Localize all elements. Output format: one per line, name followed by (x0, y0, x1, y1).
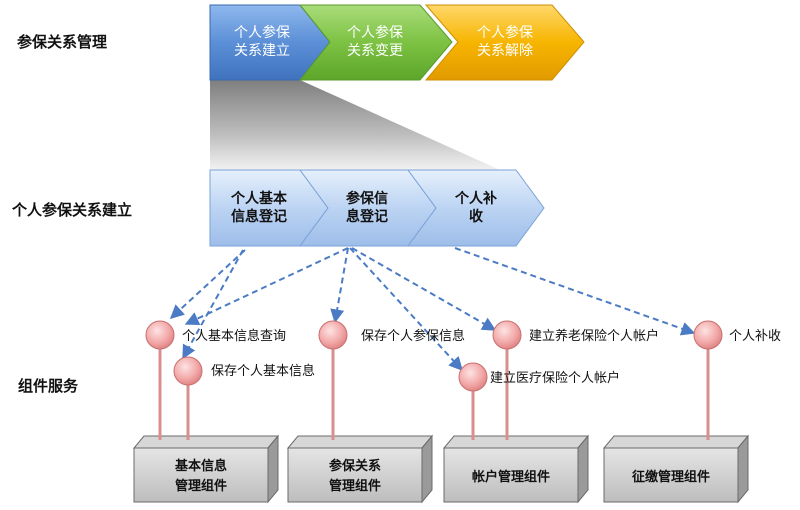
mid-step-supplementary-line1: 个人补 (454, 190, 497, 207)
mid-step-basic-info-line2: 信息登记 (231, 208, 287, 225)
service-save-insurance-label: 保存个人参保信息 (361, 328, 465, 344)
service-pension-account[interactable]: 建立养老保险个人帐户 (492, 320, 659, 350)
service-supplementary-collect-label: 个人补收 (729, 329, 781, 344)
mid-step-insurance-info-line1: 参保信 (346, 190, 388, 207)
service-save-insurance[interactable]: 保存个人参保信息 (318, 320, 465, 350)
component-insurance-relation-line1: 参保关系 (329, 458, 381, 474)
service-save-basic-label: 保存个人基本信息 (211, 363, 315, 379)
mid-step-insurance-info-line2: 息登记 (346, 208, 388, 225)
service-supplementary-collect[interactable]: 个人补收 (693, 320, 781, 350)
mid-step-basic-info[interactable]: 个人基本 信息登记 (209, 169, 329, 247)
service-ball-icon (318, 320, 348, 350)
service-medical-account-label: 建立医疗保险个人帐户 (490, 370, 620, 386)
service-ball-icon (693, 320, 723, 350)
top-step-terminate[interactable]: 个人参保 关系解除 (424, 4, 585, 81)
service-ball-icon (492, 320, 522, 350)
row-label-top: 参保关系管理 (17, 33, 107, 51)
top-step-establish[interactable]: 个人参保 关系建立 (209, 4, 331, 81)
top-step-establish-line2: 关系建立 (234, 43, 290, 59)
component-basic-info-line1: 基本信息 (174, 458, 227, 474)
mid-step-supplementary[interactable]: 个人补 收 (407, 169, 545, 247)
zoom-funnel (210, 80, 500, 170)
service-ball-icon (173, 356, 203, 386)
service-medical-account[interactable]: 建立医疗保险个人帐户 (458, 362, 620, 392)
service-ball-icon (145, 320, 175, 350)
arrow-basic-to-save-basic (182, 249, 244, 360)
top-step-change-line1: 个人参保 (347, 24, 403, 41)
mid-step-basic-info-line1: 个人基本 (230, 190, 288, 207)
top-step-terminate-line2: 关系解除 (477, 43, 533, 59)
arrow-insurance-to-pension (351, 247, 497, 331)
service-pension-account-label: 建立养老保险个人帐户 (529, 328, 659, 344)
top-step-terminate-line1: 个人参保 (477, 24, 533, 41)
component-basic-info[interactable]: 基本信息 管理组件 (132, 434, 280, 504)
arrow-insurance-to-save-insurance (330, 247, 349, 324)
top-step-establish-line1: 个人参保 (234, 24, 290, 41)
arrow-basic-to-query (169, 249, 246, 319)
component-collection[interactable]: 征缴管理组件 (602, 434, 750, 504)
component-insurance-relation[interactable]: 参保关系 管理组件 (286, 434, 434, 504)
component-account-label: 帐户管理组件 (472, 469, 550, 485)
component-account[interactable]: 帐户管理组件 (442, 434, 590, 504)
service-stems (158, 349, 710, 440)
top-step-change[interactable]: 个人参保 关系变更 (298, 4, 453, 81)
mid-step-supplementary-line2: 收 (469, 208, 484, 225)
row-label-middle: 个人参保关系建立 (11, 201, 132, 219)
component-basic-info-line2: 管理组件 (175, 478, 227, 494)
dashed-connectors (169, 247, 696, 372)
row-label-bottom: 组件服务 (18, 377, 79, 395)
arrow-supplementary-to-collect (454, 247, 696, 336)
service-basic-query[interactable]: 个人基本信息查询 (145, 320, 286, 350)
service-save-basic[interactable]: 保存个人基本信息 (173, 356, 315, 386)
top-step-change-line2: 关系变更 (347, 43, 403, 59)
arrow-insurance-to-query (184, 247, 349, 325)
service-basic-query-label: 个人基本信息查询 (182, 328, 286, 344)
service-ball-icon (458, 362, 488, 392)
arrow-insurance-to-medical (349, 247, 463, 372)
component-insurance-relation-line2: 管理组件 (329, 478, 381, 494)
component-collection-label: 征缴管理组件 (632, 469, 710, 485)
